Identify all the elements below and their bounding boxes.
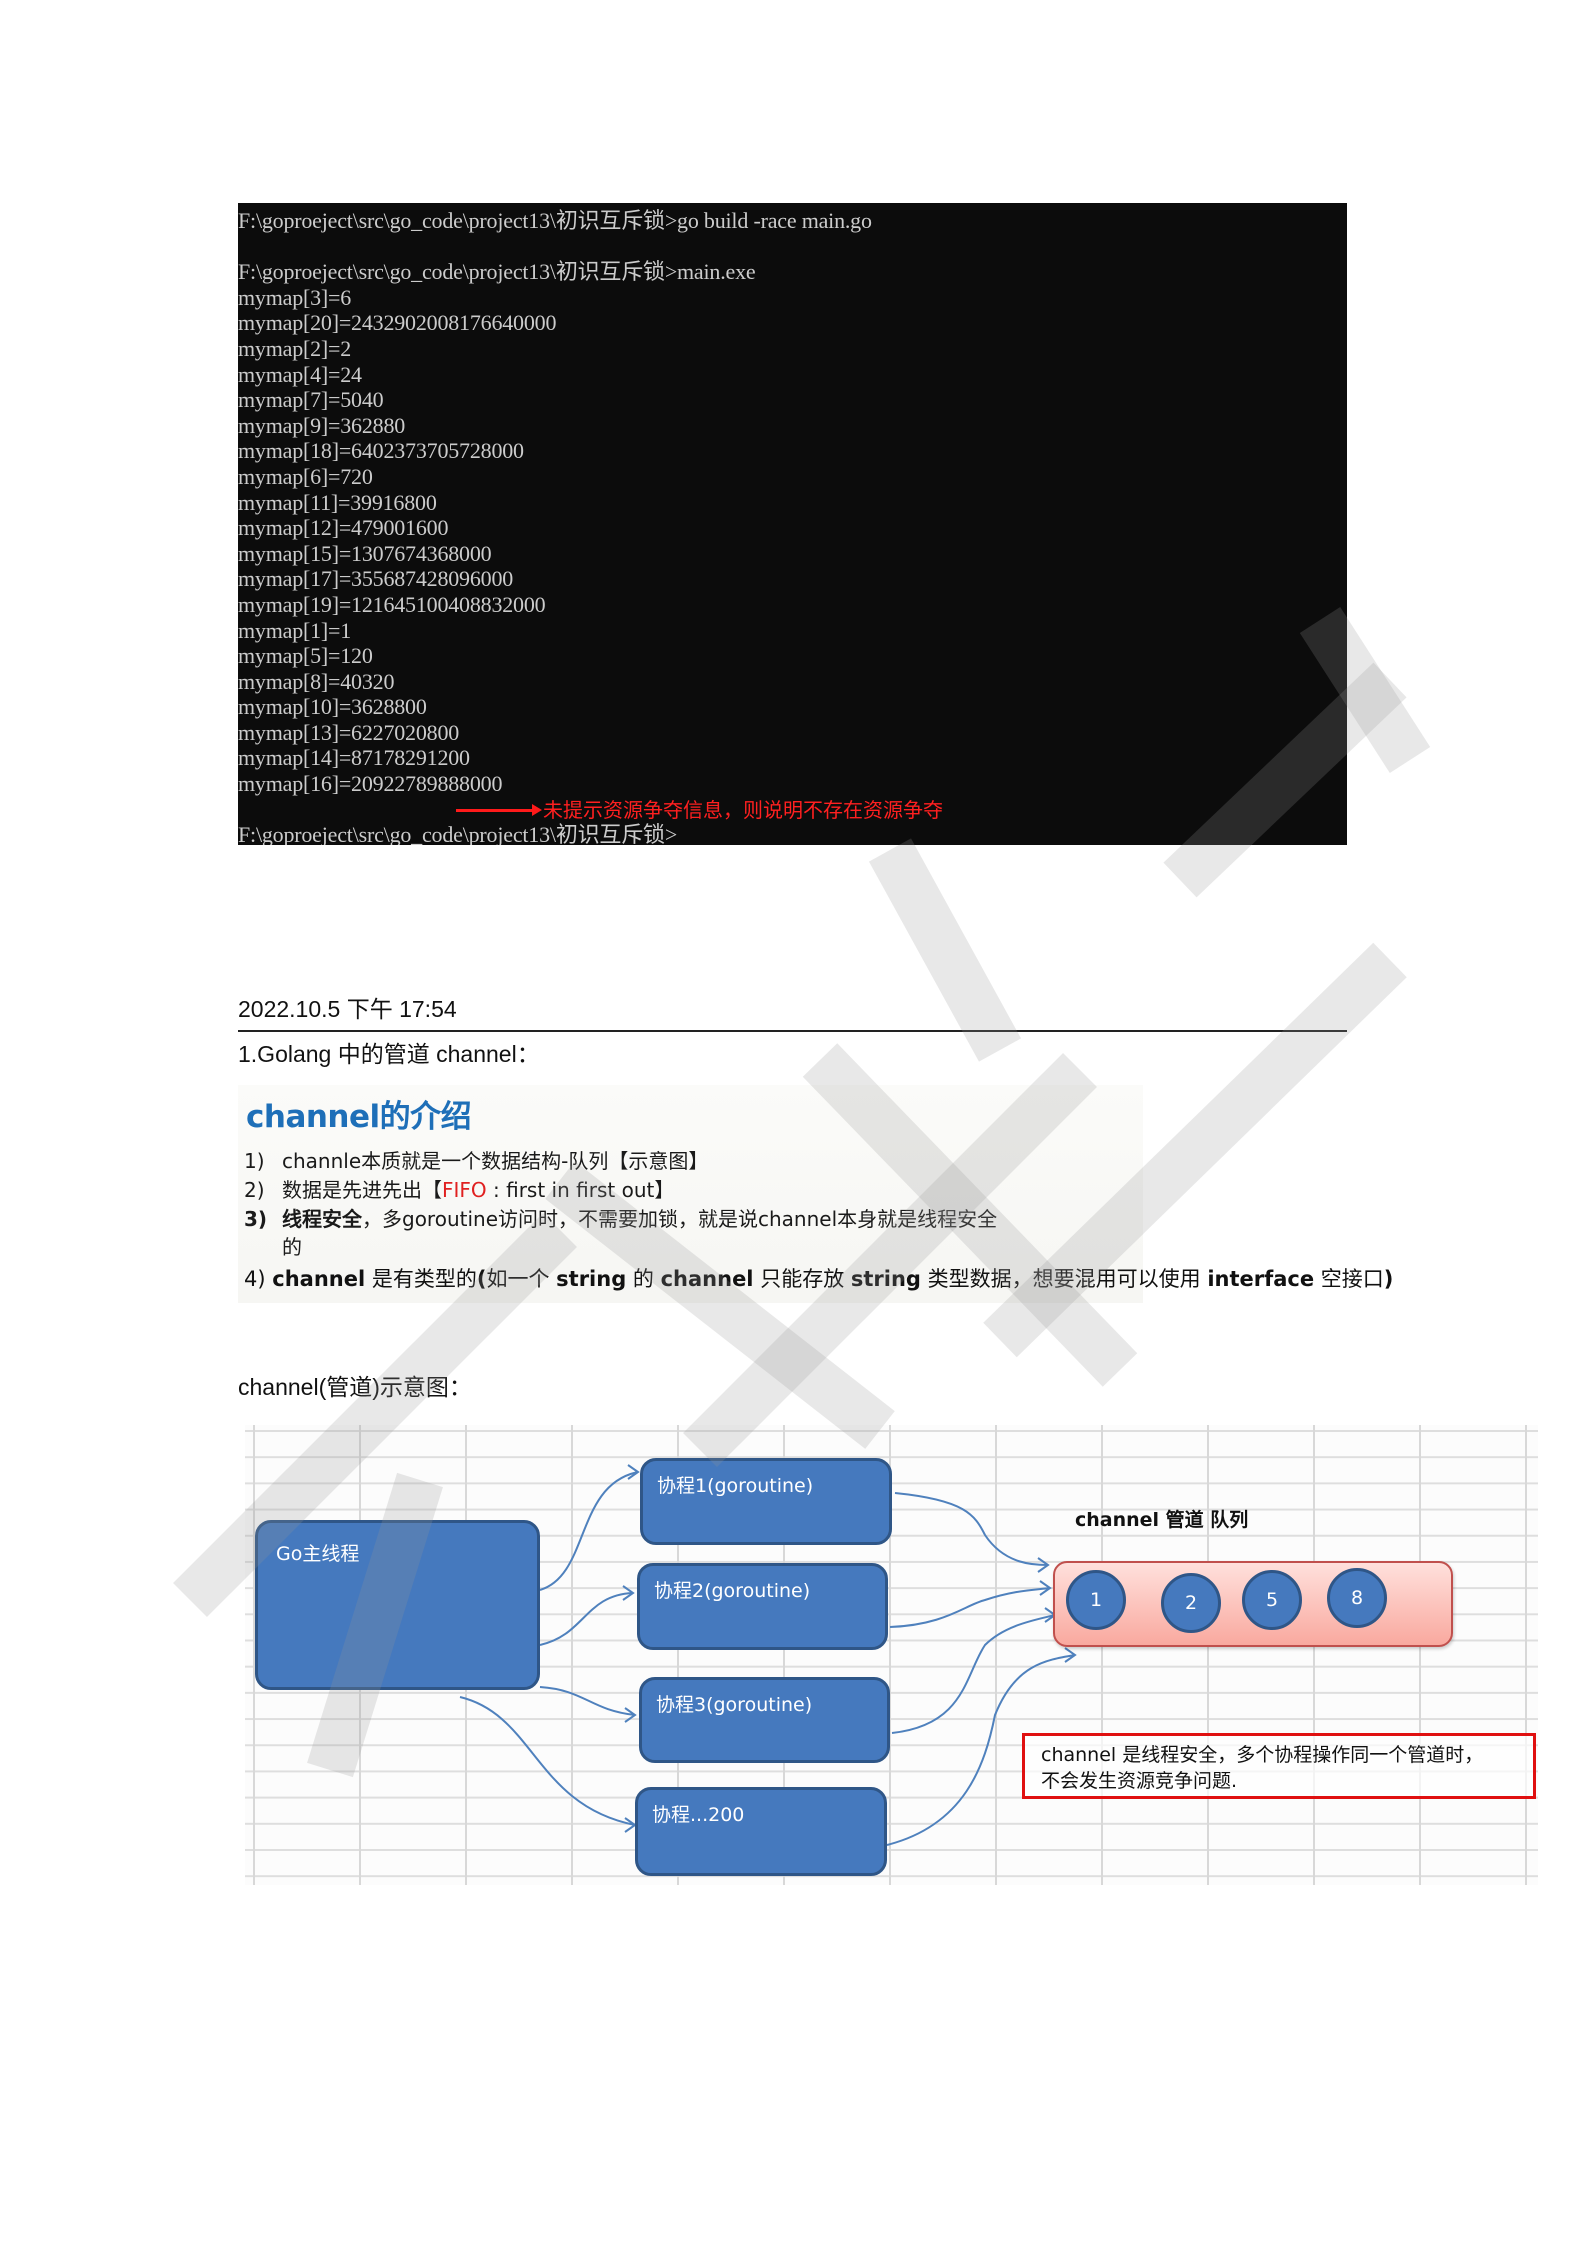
terminal-line: mymap[14]=87178291200 <box>238 745 470 771</box>
terminal-line: mymap[13]=6227020800 <box>238 719 460 745</box>
channel-intro-image: channel的介绍 1) channle本质就是一个数据结构-队列【示意图】 2… <box>238 1085 1143 1303</box>
item-number: 2) <box>244 1178 265 1202</box>
diagram-caption: channel(管道)示意图： <box>238 1374 472 1400</box>
item-keyword: channel <box>660 1267 754 1291</box>
terminal-line: mymap[16]=20922789888000 <box>238 771 503 797</box>
item-number: 3) <box>244 1207 268 1231</box>
item-bold-text: 线程安全 <box>282 1207 362 1231</box>
terminal-screenshot: F:\goproeject\src\go_code\project13\初识互斥… <box>238 203 1347 845</box>
item-text: 是有类型的 <box>365 1267 477 1291</box>
item-text: 如一个 <box>486 1267 557 1291</box>
fifo-highlight: FIFO <box>442 1178 487 1202</box>
item-text: 空接口 <box>1314 1267 1384 1291</box>
thread-safety-note: channel 是线程安全，多个协程操作同一个管道时， 不会发生资源竞争问题. <box>1022 1733 1536 1799</box>
item-number: 4) <box>244 1267 266 1291</box>
note-timestamp: 2022.10.5 下午 17:54 <box>238 996 457 1022</box>
terminal-line: mymap[3]=6 <box>238 284 352 310</box>
terminal-line: mymap[7]=5040 <box>238 387 384 413</box>
terminal-line: mymap[11]=39916800 <box>238 489 437 515</box>
terminal-line: mymap[5]=120 <box>238 643 373 669</box>
terminal-line: mymap[1]=1 <box>238 617 352 643</box>
queue-item: 5 <box>1242 1570 1302 1630</box>
terminal-line: mymap[15]=1307674368000 <box>238 540 492 566</box>
terminal-prompt: F:\goproeject\src\go_code\project13\初识互斥… <box>238 822 678 845</box>
terminal-line <box>238 234 1347 260</box>
goroutine-label: 协程2(goroutine) <box>654 1580 811 1602</box>
channel-diagram: Go主线程 协程1(goroutine) 协程2(goroutine) 协程3(… <box>245 1425 1538 1885</box>
terminal-line: F:\goproeject\src\go_code\project13\初识互斥… <box>238 208 872 233</box>
divider <box>238 1030 1347 1032</box>
intro-item-4: 4) channel 是有类型的(如一个 string 的 channel 只能… <box>244 1263 1393 1293</box>
item-text: ( <box>476 1267 487 1291</box>
goroutine-box-2: 协程2(goroutine) <box>637 1563 888 1650</box>
item-keyword: interface <box>1207 1267 1315 1291</box>
terminal-line: mymap[6]=720 <box>238 463 373 489</box>
main-thread-label: Go主线程 <box>276 1543 360 1565</box>
intro-item-3: 3) 线程安全，多goroutine访问时，不需要加锁，就是说channel本身就… <box>244 1203 997 1232</box>
item-keyword: channel <box>272 1267 366 1291</box>
queue-item: 1 <box>1066 1570 1126 1630</box>
main-thread-box: Go主线程 <box>255 1520 540 1690</box>
item-text: ，多goroutine访问时，不需要加锁，就是说channel本身就是线程安全 <box>362 1207 998 1231</box>
section-heading: 1.Golang 中的管道 channel： <box>238 1041 540 1067</box>
terminal-line: mymap[20]=2432902008176640000 <box>238 310 557 336</box>
goroutine-box-1: 协程1(goroutine) <box>640 1458 892 1545</box>
note-line: 不会发生资源竞争问题. <box>1041 1770 1238 1792</box>
intro-item-1: 1) channle本质就是一个数据结构-队列【示意图】 <box>244 1145 708 1174</box>
item-text: 类型数据，想要混用可以使用 <box>920 1267 1208 1291</box>
intro-title: channel的介绍 <box>246 1099 472 1135</box>
terminal-annotation: 未提示资源争夺信息，则说明不存在资源争夺 <box>238 797 1347 823</box>
terminal-line: mymap[10]=3628800 <box>238 694 427 720</box>
red-arrow-icon <box>456 803 542 816</box>
intro-item-3-wrap: 的 <box>282 1235 302 1259</box>
terminal-line: mymap[2]=2 <box>238 335 352 361</box>
item-text: : first in first out】 <box>486 1178 675 1202</box>
item-keyword: string <box>556 1267 627 1291</box>
terminal-line: mymap[8]=40320 <box>238 668 395 694</box>
item-text: 只能存放 <box>753 1267 851 1291</box>
terminal-line: F:\goproeject\src\go_code\project13\初识互斥… <box>238 259 756 285</box>
item-text: 数据是先进先出【 <box>282 1178 442 1202</box>
terminal-line: mymap[17]=355687428096000 <box>238 566 514 592</box>
terminal-line: mymap[9]=362880 <box>238 412 406 438</box>
terminal-line: mymap[18]=6402373705728000 <box>238 438 524 464</box>
goroutine-label: 协程...200 <box>652 1804 745 1826</box>
note-line: channel 是线程安全，多个协程操作同一个管道时， <box>1041 1744 1484 1766</box>
item-text: 的 <box>626 1267 661 1291</box>
goroutine-box-200: 协程...200 <box>635 1787 887 1876</box>
item-number: 1) <box>244 1149 265 1173</box>
intro-item-2: 2) 数据是先进先出【FIFO : first in first out】 <box>244 1174 674 1203</box>
goroutine-label: 协程3(goroutine) <box>656 1694 813 1716</box>
goroutine-label: 协程1(goroutine) <box>657 1475 814 1497</box>
terminal-line: mymap[4]=24 <box>238 361 362 387</box>
terminal-line: mymap[19]=121645100408832000 <box>238 591 546 617</box>
goroutine-box-3: 协程3(goroutine) <box>639 1677 890 1763</box>
queue-item: 8 <box>1327 1568 1387 1628</box>
flow-arrows <box>459 1464 1077 1846</box>
item-text: ) <box>1383 1267 1394 1291</box>
item-keyword: string <box>850 1267 921 1291</box>
queue-label: channel 管道 队列 <box>1075 1509 1249 1531</box>
item-text: channle本质就是一个数据结构-队列【示意图】 <box>282 1149 709 1173</box>
queue-item: 2 <box>1161 1573 1221 1633</box>
annotation-text: 未提示资源争夺信息，则说明不存在资源争夺 <box>543 797 943 822</box>
terminal-line: mymap[12]=479001600 <box>238 515 449 541</box>
